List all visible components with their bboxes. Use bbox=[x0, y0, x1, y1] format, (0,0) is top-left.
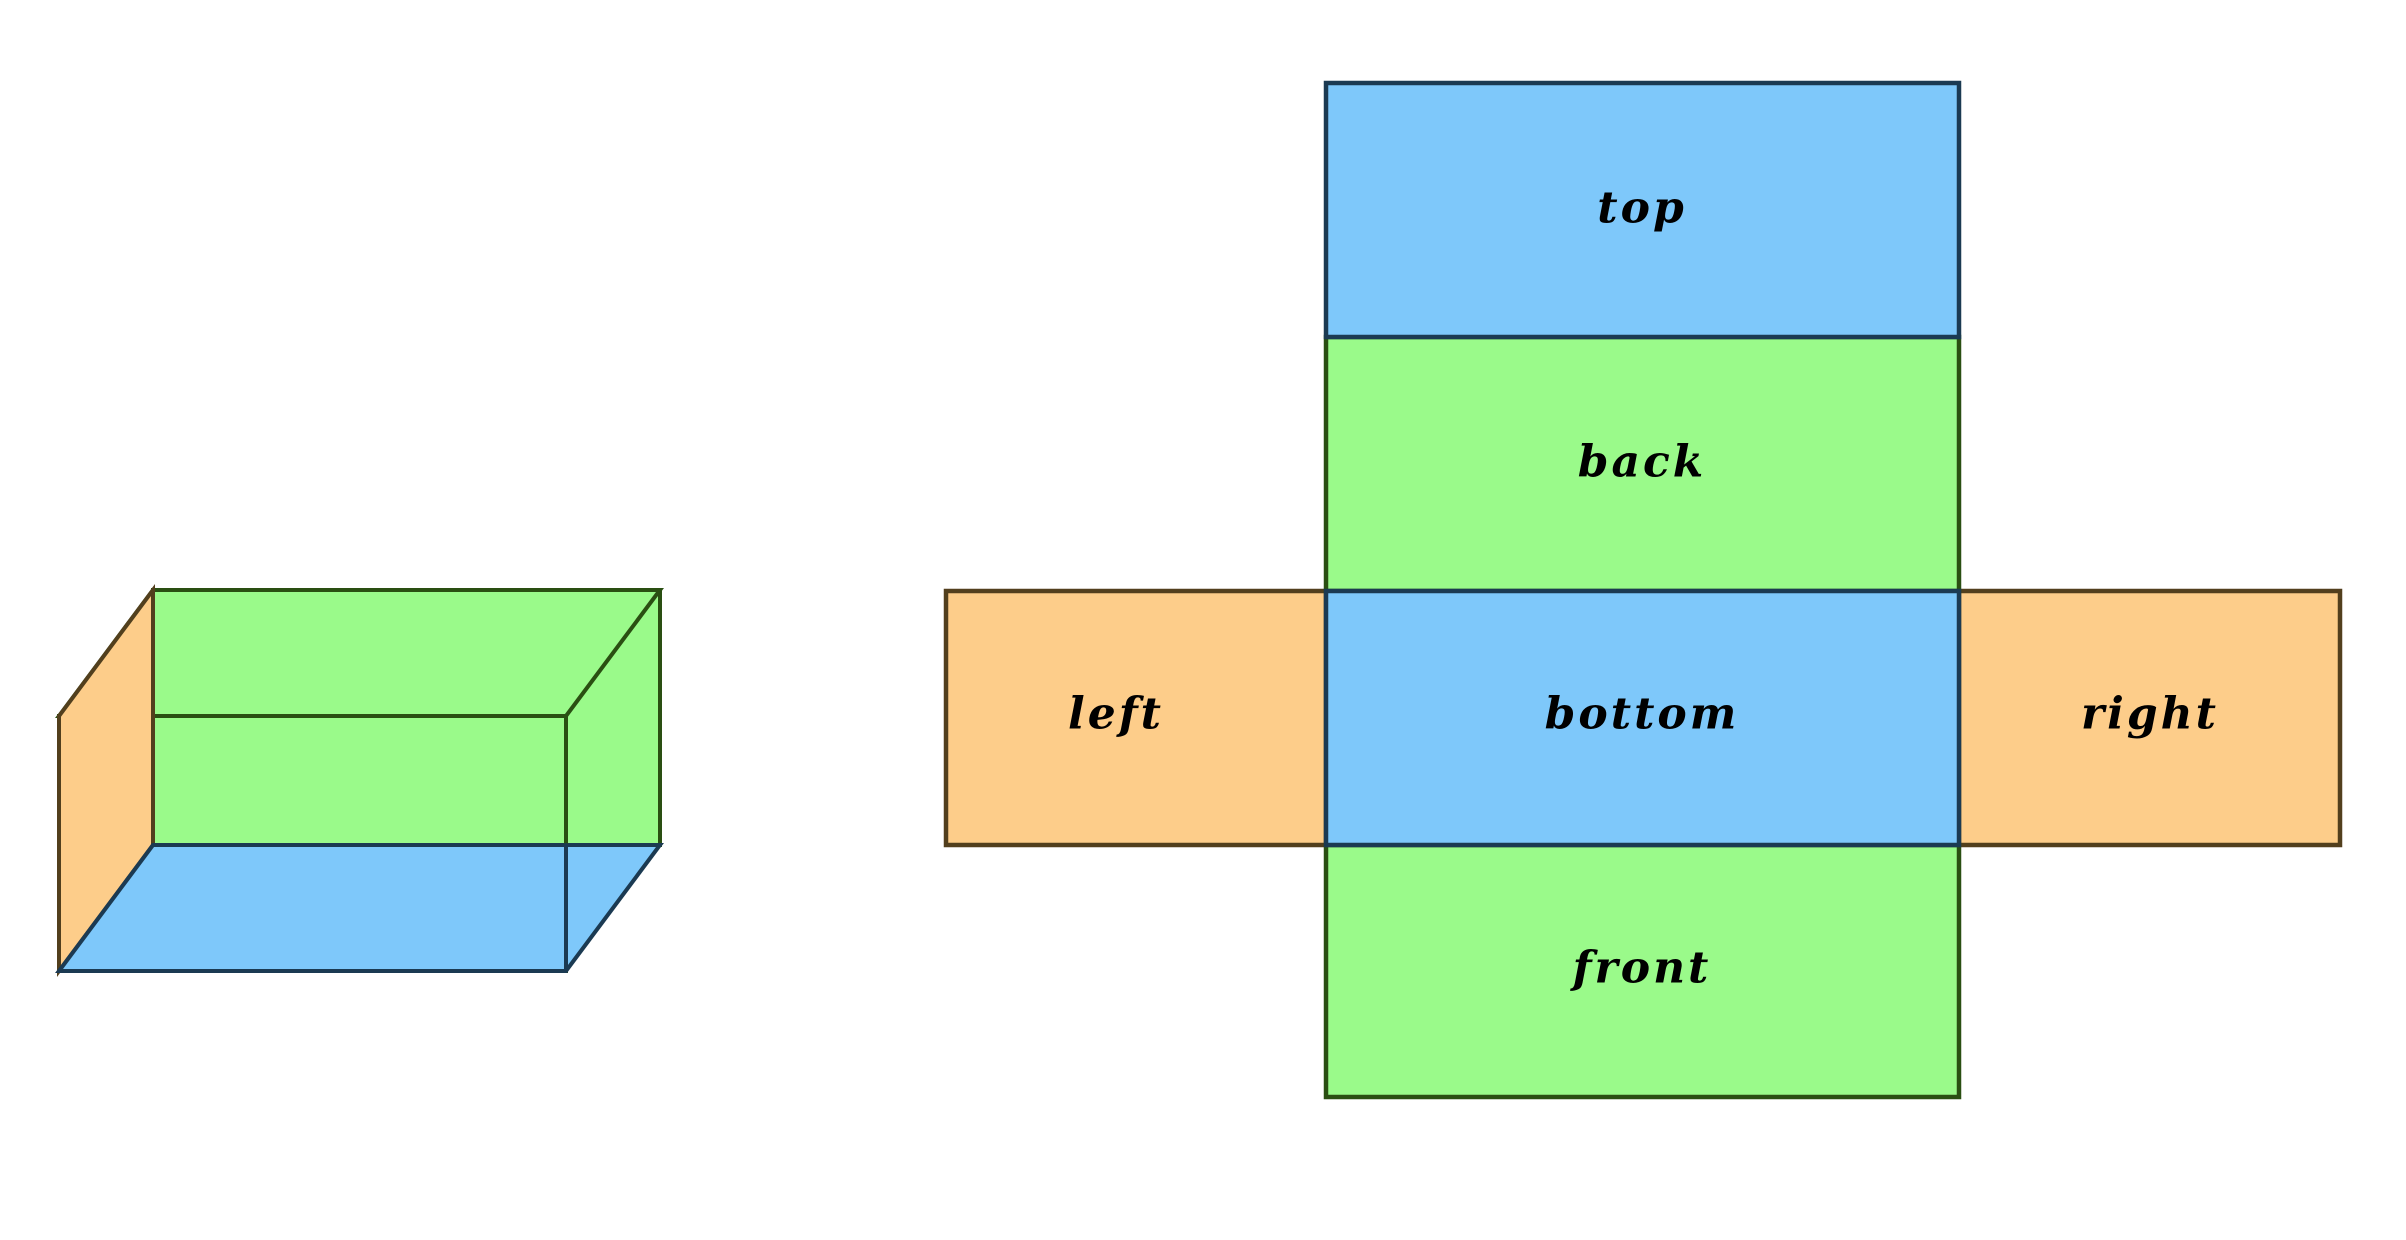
net-label-right: right bbox=[2081, 689, 2219, 740]
net-face-bottom bbox=[1323, 588, 1962, 848]
net-label-back: back bbox=[1578, 437, 1707, 488]
net-face-left bbox=[943, 588, 1329, 848]
net-label-top: top bbox=[1597, 183, 1686, 234]
net-label-bottom: bottom bbox=[1545, 689, 1740, 740]
net-label-front: front bbox=[1570, 943, 1712, 994]
net-figure: top back left bottom right front bbox=[943, 80, 2343, 1100]
net-face-top bbox=[1323, 80, 1962, 340]
net-face-front bbox=[1323, 842, 1962, 1100]
net-face-right bbox=[1956, 588, 2343, 848]
solid-bottom-face bbox=[55, 843, 664, 973]
solid-figure bbox=[55, 583, 664, 978]
net-label-left: left bbox=[1068, 689, 1164, 740]
